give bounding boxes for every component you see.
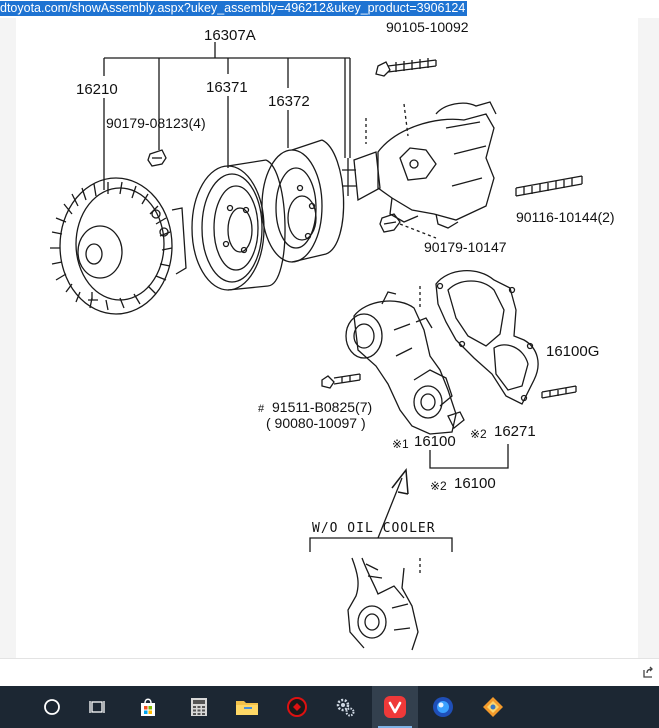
red-shield-icon [287,697,307,717]
label-90116-10144: 90116-10144(2) [516,209,615,225]
taskbar-calculator[interactable] [176,686,222,728]
taskbar-media-app[interactable] [420,686,466,728]
lower-pump-drawing [347,557,421,651]
taskbar-store[interactable] [125,686,171,728]
water-pump-body-drawing [345,286,465,435]
taskbar-vivaldi[interactable] [372,686,418,728]
page-viewport: 16307A 16210 16371 16372 90179-08123(4) … [0,18,659,658]
label-16100g: 16100G [546,343,599,360]
store-bag-icon [141,698,155,716]
gasket-16271-drawing [435,269,539,405]
task-view-icon [89,701,105,713]
label-90179-10147: 90179-10147 [424,239,507,255]
label-90080-10097: ( 90080-10097 ) [266,415,366,431]
label-hash: # [258,403,265,415]
gear-icon [336,698,355,717]
label-16100-a: 16100 [414,433,456,450]
folder-icon [236,701,258,715]
circle-icon [44,699,60,715]
pulley-16371-drawing [191,159,286,291]
taskbar-task-view[interactable] [75,686,121,728]
label-wo-oil-cooler: W/O OIL COOLER [312,521,436,536]
label-mark3: ※2 [430,479,447,493]
calculator-icon [191,698,207,716]
label-16372: 16372 [268,93,310,110]
windows-taskbar [0,686,659,728]
label-16307a: 16307A [204,27,256,44]
label-mark1: ※1 [392,437,409,451]
label-16371: 16371 [206,79,248,96]
label-mark2: ※2 [470,427,487,441]
label-16271: 16271 [494,423,536,440]
assembly-diagram: 16307A 16210 16371 16372 90179-08123(4) … [16,18,638,658]
taskbar-cortana[interactable] [29,686,75,728]
taskbar-settings[interactable] [322,686,368,728]
taskbar-security[interactable] [274,686,320,728]
pulley-16372-drawing [261,139,345,263]
address-bar[interactable]: dtoyota.com/showAssembly.aspx?ukey_assem… [0,0,659,19]
water-pump-upper-drawing [342,101,497,229]
status-strip [0,658,659,687]
taskbar-file-explorer[interactable] [224,686,270,728]
vivaldi-icon [384,696,406,718]
parts-diagram-svg: 16307A 16210 16371 16372 90179-08123(4) … [50,19,615,651]
blue-orb-icon [433,697,453,717]
url-text[interactable]: dtoyota.com/showAssembly.aspx?ukey_assem… [0,1,468,16]
taskbar-image-editor[interactable] [470,686,516,728]
photo-editor-icon [483,697,503,717]
label-91511-b0825: 91511-B0825(7) [272,399,372,415]
label-90105-10092: 90105-10092 [386,19,469,35]
label-16100-b: 16100 [454,475,496,492]
label-16210: 16210 [76,81,118,98]
fan-clutch-drawing [50,177,187,315]
share-icon[interactable] [641,665,655,679]
label-90179-08123: 90179-08123(4) [106,115,206,131]
